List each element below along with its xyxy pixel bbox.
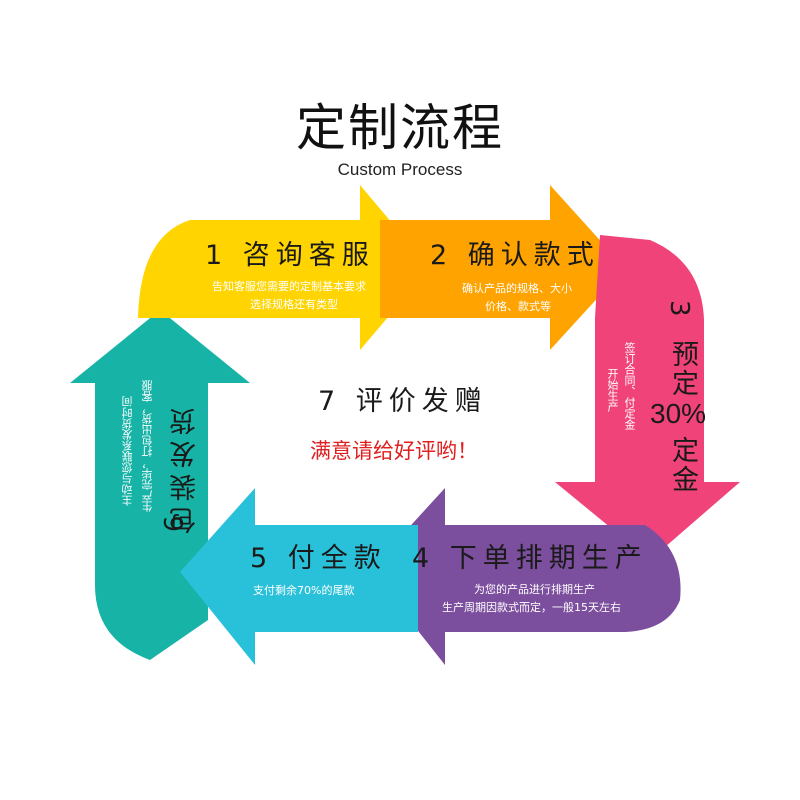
page-title: 定制流程 xyxy=(296,99,504,157)
step3-text2: 定金 xyxy=(667,436,698,494)
step5-arrow xyxy=(180,488,418,665)
step1-arrow xyxy=(138,185,430,350)
step2-arrow xyxy=(380,185,625,350)
step2-label: 2 确认款式 xyxy=(430,240,600,271)
step3-text1: 预定 xyxy=(667,340,698,398)
step1-desc-line1: 告知客服您需要的定制基本要求 xyxy=(212,279,366,293)
step1-label: 1 咨询客服 xyxy=(205,240,375,271)
center-message: 满意请给好评哟！ xyxy=(310,439,478,463)
step2-desc-line2: 价格、款式等 xyxy=(485,299,551,313)
step3-arrow xyxy=(555,235,740,560)
step4-desc-line2: 生产周期因款式而定，一般15天左右 xyxy=(442,600,621,614)
step7-label: 7 评价发赠 xyxy=(318,386,488,417)
page-subtitle: Custom Process xyxy=(337,160,463,179)
step1-desc-line2: 选择规格还有类型 xyxy=(250,297,338,311)
step6-text: 包装发货 xyxy=(170,402,201,534)
step4-desc-line1: 为您的产品进行排期生产 xyxy=(474,582,595,596)
step5-label: 5 付全款 xyxy=(250,543,387,574)
step6-desc-line1: 生产完毕，打包出货，客服 xyxy=(141,380,154,512)
step6-desc-line2: 主动与您联系发货时间 xyxy=(121,396,134,506)
step4-arrow xyxy=(370,488,681,665)
step2-desc-line1: 确认产品的规格、大小 xyxy=(462,281,572,295)
step3-desc-line1: 签订合同、付定金 xyxy=(623,342,636,430)
step5-desc: 支付剩余70%的尾款 xyxy=(253,583,354,597)
step3-desc-line2: 开始生产 xyxy=(606,368,619,412)
step3-percent: 30% xyxy=(650,398,707,429)
step4-label: 4 下单排期生产 xyxy=(412,543,648,574)
step3-number: 3 xyxy=(664,300,694,317)
